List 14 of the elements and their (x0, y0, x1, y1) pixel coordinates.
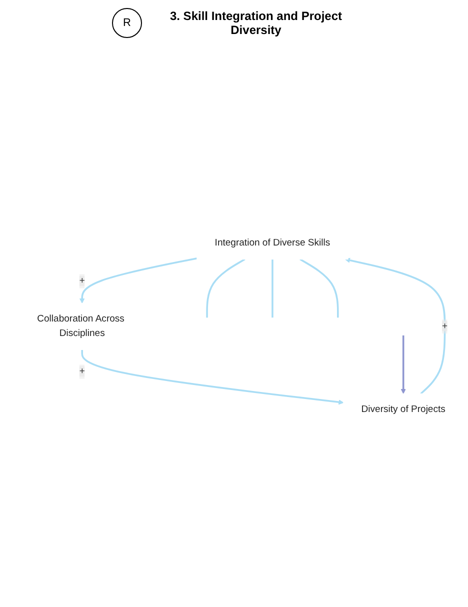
arrow (400, 335, 406, 394)
node-text: Integration of Diverse Skills (214, 238, 330, 248)
edge-label: + (79, 366, 85, 376)
arrow (81, 350, 344, 405)
node-text: Collaboration Across Disciplines (37, 314, 124, 338)
connector (300, 258, 339, 318)
loop-marker: R (112, 8, 142, 38)
arrow (344, 258, 446, 394)
connector (272, 259, 274, 318)
edge-label: + (442, 321, 448, 332)
node-text: Diversity of Projects (361, 404, 446, 415)
loop-title: 3. Skill Integration and Project Diversity (168, 9, 344, 37)
edge-label: + (79, 276, 85, 286)
connector (206, 258, 246, 318)
